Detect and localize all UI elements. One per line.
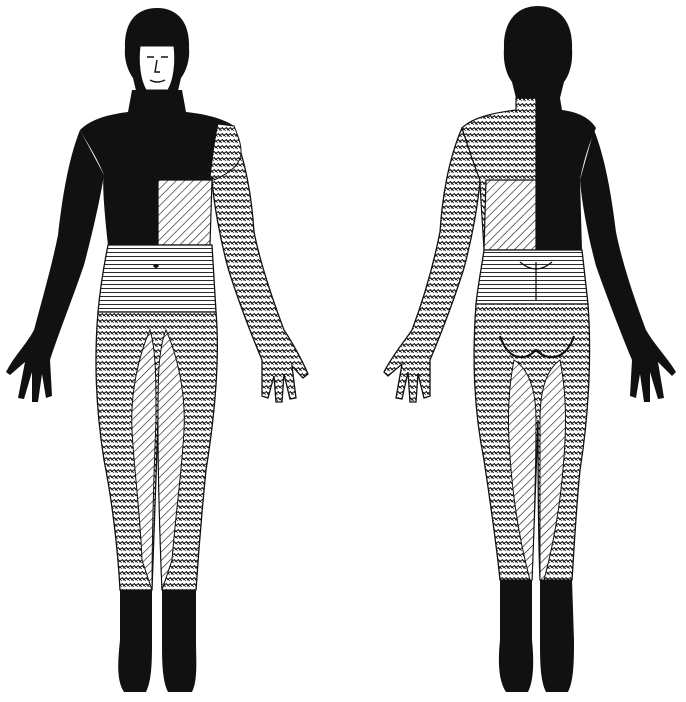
back-left-arm [384,128,480,402]
back-view [384,6,676,692]
back-upper-region [484,180,536,250]
front-face [139,46,175,90]
back-lumbar-band [476,250,588,304]
front-feet [118,590,196,692]
back-right-arm [580,130,676,402]
front-right-arm [6,130,104,402]
front-chest-region [158,180,212,245]
back-head [504,6,572,98]
front-view [6,8,308,692]
front-abdomen-band [98,245,216,312]
front-legs [96,312,217,590]
back-feet [499,580,574,692]
